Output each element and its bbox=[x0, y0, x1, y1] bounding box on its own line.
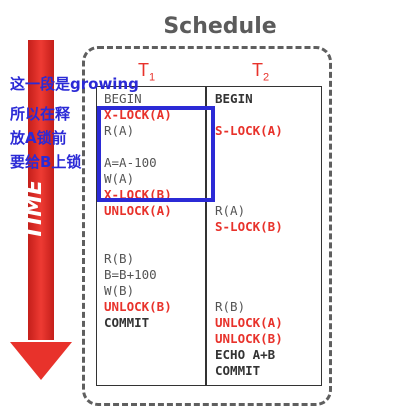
t2-ops-line: S-LOCK(B) bbox=[215, 219, 283, 234]
t2-ops-line bbox=[215, 187, 283, 203]
t2-ops-line: BEGIN bbox=[215, 91, 253, 106]
t1-ops-line: X-LOCK(A) bbox=[104, 107, 172, 122]
t1-header-sub: 1 bbox=[149, 71, 156, 84]
t1-ops-line: R(A) bbox=[104, 123, 135, 138]
t1-header-letter: T bbox=[138, 60, 149, 80]
t2-ops-line: R(B) bbox=[215, 299, 246, 314]
t2-ops-line: UNLOCK(A) bbox=[215, 315, 283, 330]
t1-ops-line: COMMIT bbox=[104, 315, 150, 330]
t2-header-sub: 2 bbox=[263, 71, 270, 84]
annotation-line-4: 要给B上锁 bbox=[10, 153, 82, 171]
t1-ops-line: BEGIN bbox=[104, 91, 142, 106]
t2-ops-line bbox=[215, 235, 283, 251]
annotation-line-1: 这一段是growing bbox=[10, 75, 139, 93]
schedule-table bbox=[96, 86, 322, 386]
annotation-line-3: 放A锁前 bbox=[10, 129, 67, 147]
t2-ops-line bbox=[215, 139, 283, 155]
t1-ops-line: A=A-100 bbox=[104, 155, 157, 170]
t2-ops-line bbox=[215, 267, 283, 283]
t2-ops-line: UNLOCK(B) bbox=[215, 331, 283, 346]
t2-ops-line bbox=[215, 107, 283, 123]
t1-ops-line: B=B+100 bbox=[104, 267, 157, 282]
diagram-title: Schedule bbox=[163, 14, 277, 39]
t2-ops-line bbox=[215, 155, 283, 171]
t1-ops-line: UNLOCK(B) bbox=[104, 299, 172, 314]
column-divider bbox=[205, 86, 207, 386]
t2-header-letter: T bbox=[252, 60, 263, 80]
t1-ops-line bbox=[104, 219, 172, 235]
t1-header: T1 bbox=[138, 60, 155, 84]
time-label: TIME bbox=[22, 179, 47, 240]
t2-ops-line: COMMIT bbox=[215, 363, 261, 378]
t1-ops-line: R(B) bbox=[104, 251, 135, 266]
t1-ops-line: UNLOCK(A) bbox=[104, 203, 172, 218]
t2-ops-line bbox=[215, 283, 283, 299]
t1-ops-line: W(B) bbox=[104, 283, 135, 298]
t2-ops-line bbox=[215, 251, 283, 267]
time-arrow-icon bbox=[10, 40, 72, 380]
t2-header: T2 bbox=[252, 60, 269, 84]
t2-ops-line: R(A) bbox=[215, 203, 246, 218]
t1-ops-line: W(A) bbox=[104, 171, 135, 186]
schedule-frame bbox=[82, 46, 332, 406]
t2-operations: BEGIN S-LOCK(A) R(A)S-LOCK(B) R(B)UNLOCK(A)… bbox=[215, 91, 283, 379]
annotation-line-2: 所以在释 bbox=[10, 105, 71, 123]
t2-ops-line: S-LOCK(A) bbox=[215, 123, 283, 138]
t1-ops-line bbox=[104, 235, 172, 251]
annotation-highlight-box bbox=[97, 106, 215, 202]
t2-ops-line bbox=[215, 171, 283, 187]
t2-ops-line: ECHO A+B bbox=[215, 347, 276, 362]
